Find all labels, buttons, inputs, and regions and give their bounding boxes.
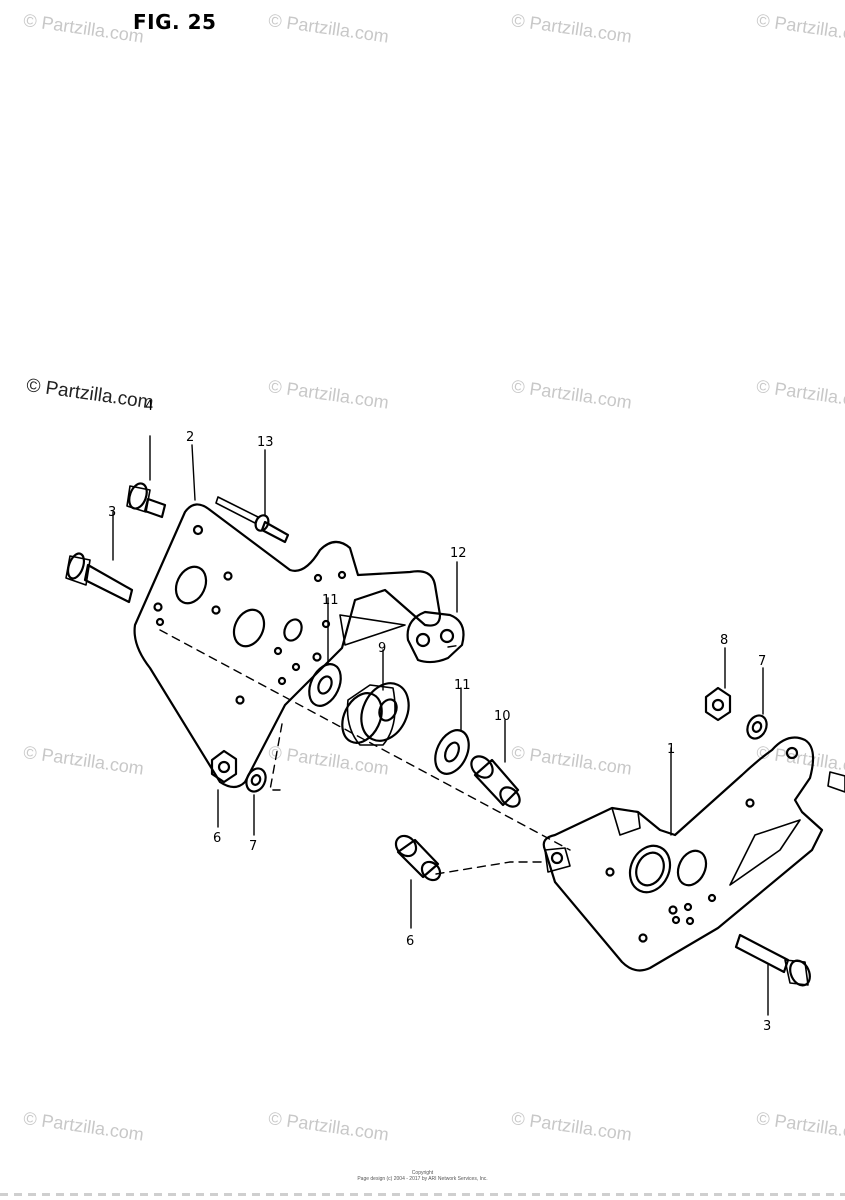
part-11-washer-lower bbox=[434, 729, 470, 775]
copyright-notice: Copyright Page design (c) 2004 - 2017 by… bbox=[0, 1170, 845, 1182]
callout-8: 8 bbox=[720, 633, 728, 648]
callout-1: 1 bbox=[667, 742, 675, 757]
part-12-spacer-plate bbox=[406, 610, 465, 664]
callout-6-lower: 6 bbox=[406, 934, 414, 949]
copyright-line-1: Copyright bbox=[411, 1170, 434, 1176]
assembly-line bbox=[159, 629, 571, 875]
callout-4: 4 bbox=[145, 399, 153, 414]
part-2-bracket-plate bbox=[133, 503, 442, 789]
part-9-cushion bbox=[341, 682, 410, 746]
callout-13: 13 bbox=[257, 435, 274, 450]
callout-7-lower: 7 bbox=[249, 839, 257, 854]
callout-9: 9 bbox=[378, 641, 386, 656]
part-6-collar-lower bbox=[394, 834, 442, 882]
part-13-rivet bbox=[215, 496, 290, 544]
callout-7-upper: 7 bbox=[758, 654, 766, 669]
callout-2: 2 bbox=[186, 430, 194, 445]
part-11-washer-upper bbox=[308, 663, 342, 707]
callout-11-lower: 11 bbox=[454, 678, 471, 693]
figure-title: FIG. 25 bbox=[133, 10, 217, 34]
part-3-bolt-upper bbox=[65, 552, 134, 604]
part-8-nut bbox=[704, 686, 732, 722]
part-7-washer-upper bbox=[746, 714, 768, 740]
callout-10: 10 bbox=[494, 709, 511, 724]
callout-11-upper: 11 bbox=[322, 593, 339, 608]
copyright-line-2: Page design (c) 2004 - 2017 by ARI Netwo… bbox=[357, 1176, 488, 1182]
leader-lines bbox=[112, 435, 769, 1016]
bottom-strip bbox=[0, 1193, 845, 1196]
callout-6-upper: 6 bbox=[213, 831, 221, 846]
part-10-collar bbox=[470, 755, 521, 808]
callout-3-lower: 3 bbox=[763, 1019, 771, 1034]
callout-12: 12 bbox=[450, 546, 467, 561]
part-1-bracket-plate bbox=[542, 736, 824, 972]
callout-3-upper: 3 bbox=[108, 505, 116, 520]
part-6-nut bbox=[210, 749, 238, 784]
part-3-bolt-lower bbox=[734, 933, 811, 987]
part-7-washer-lower bbox=[245, 767, 267, 793]
part-4-bolt bbox=[126, 482, 167, 519]
